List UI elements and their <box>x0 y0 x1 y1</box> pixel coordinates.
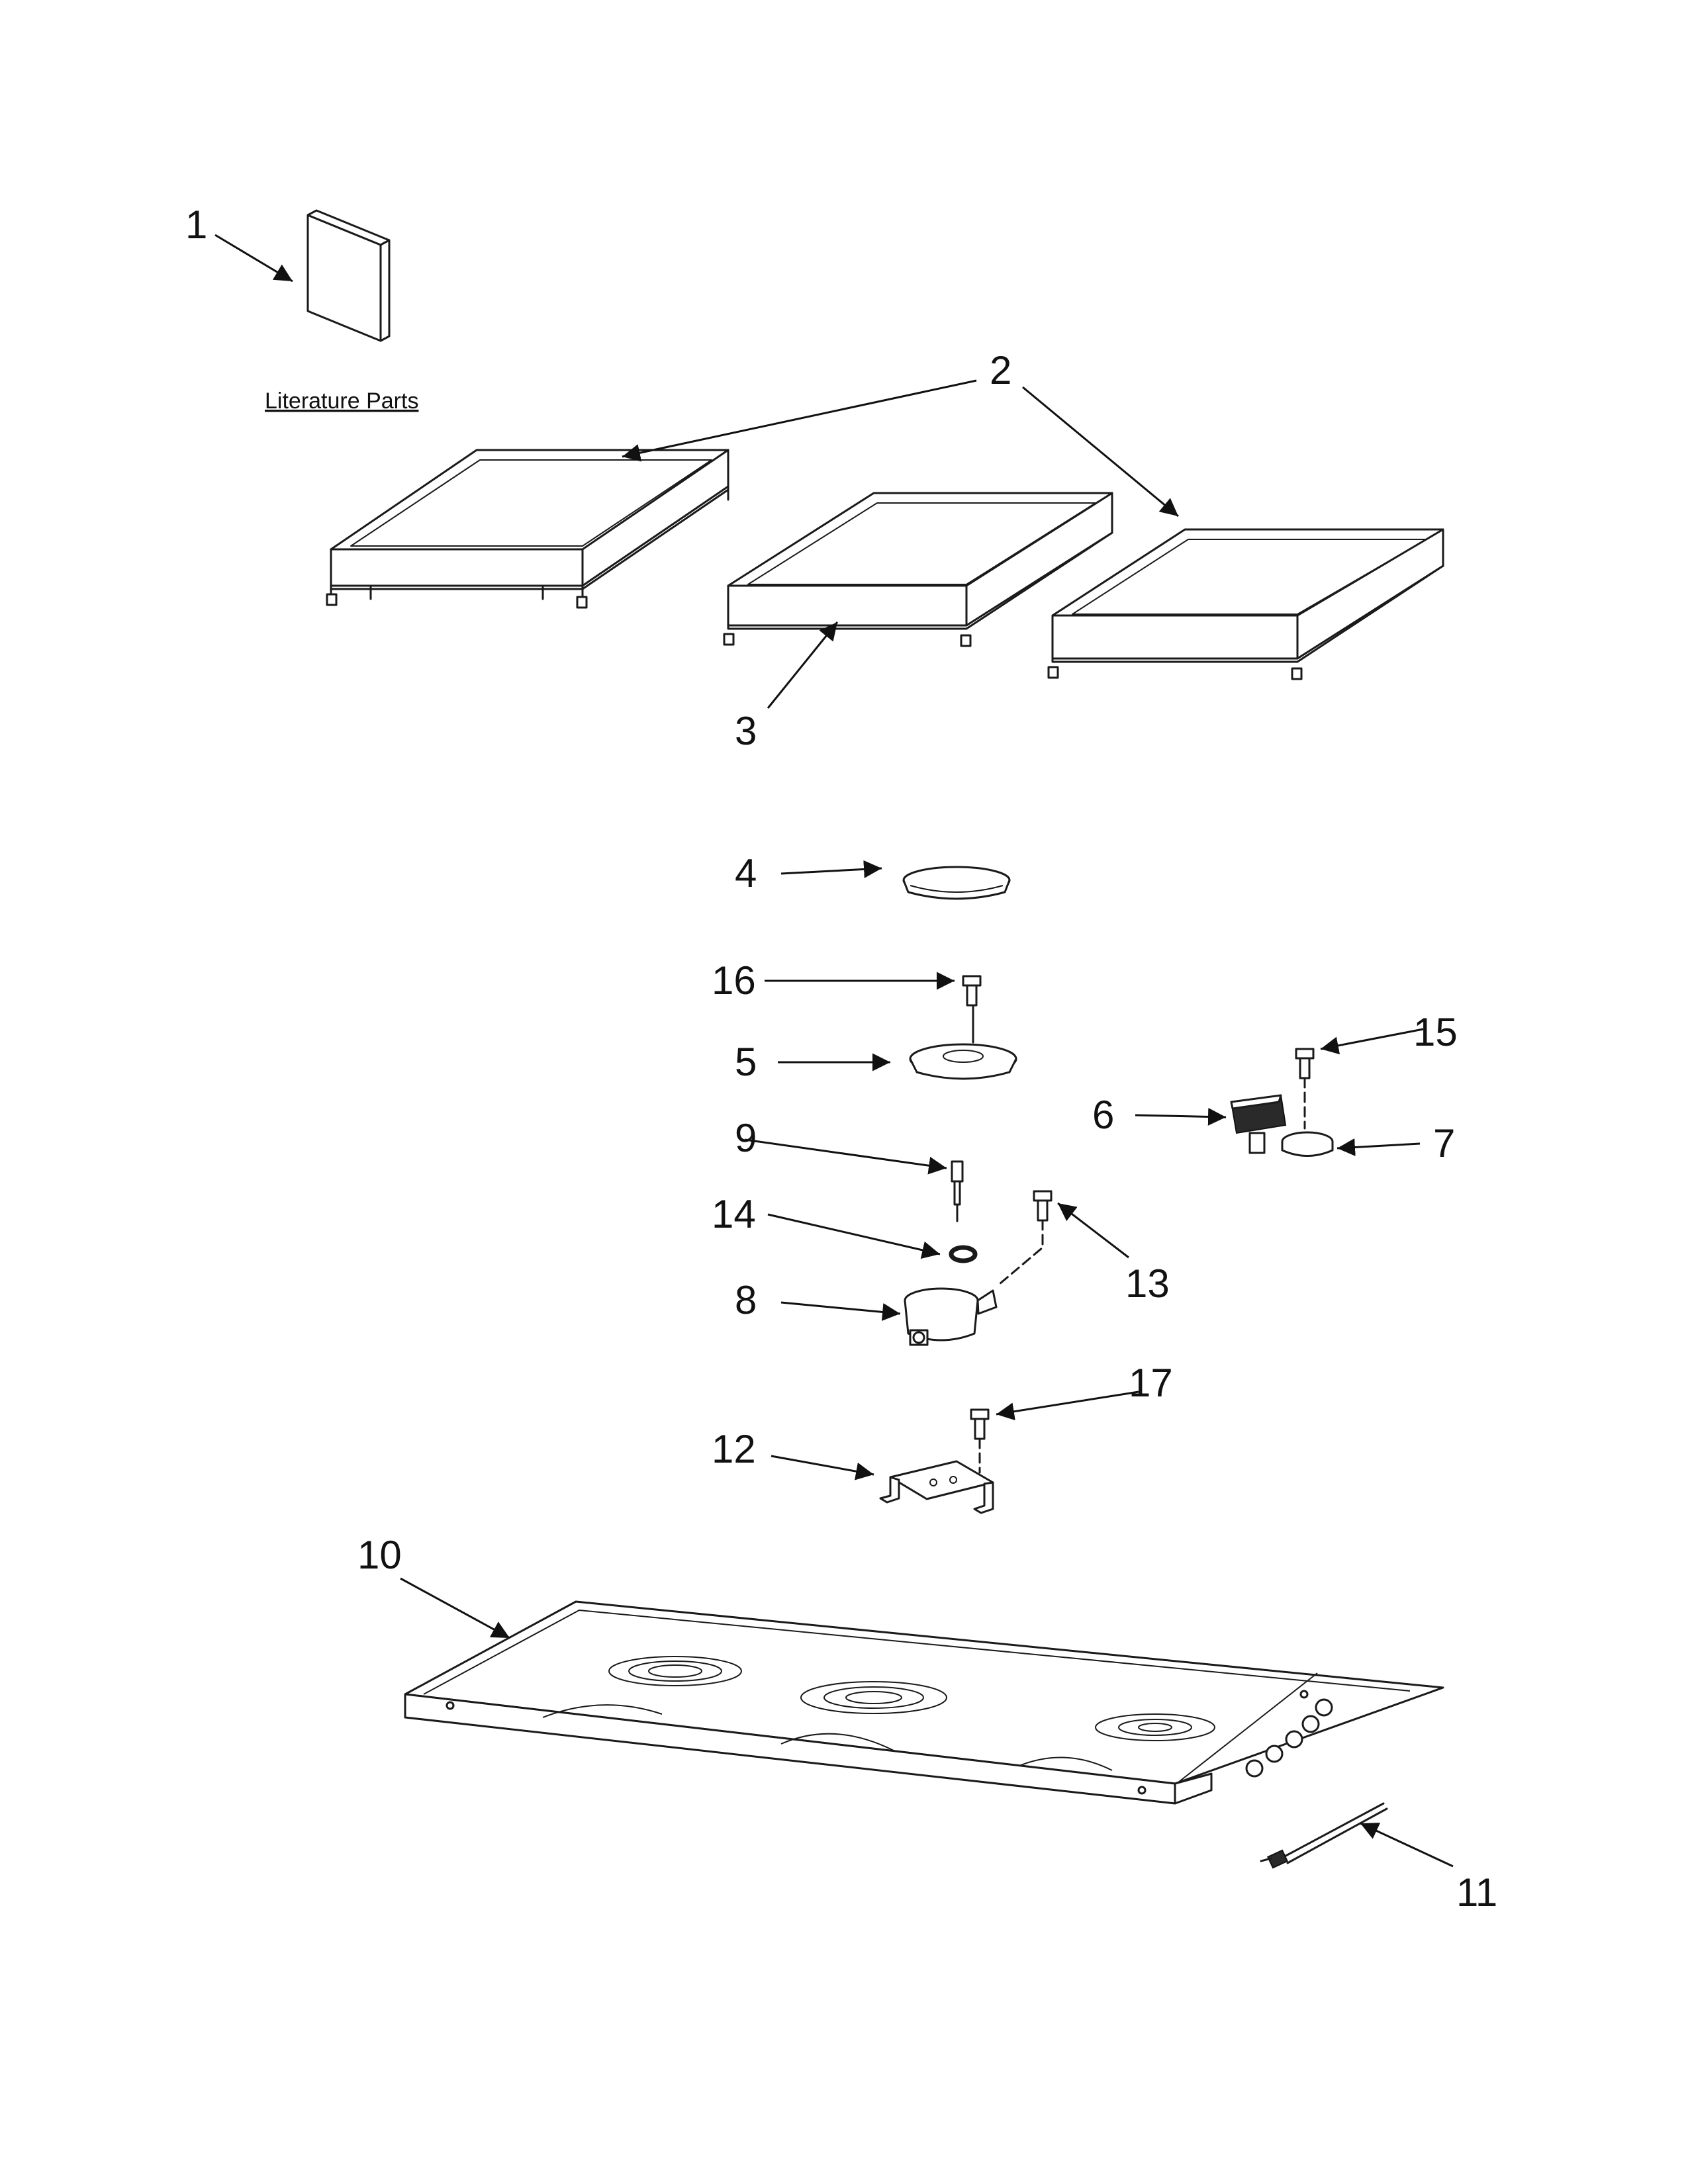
cooktop <box>404 1600 1444 1805</box>
callout-7: 7 <box>1433 1121 1455 1165</box>
callout-3: 3 <box>735 709 757 753</box>
mounting-bracket <box>879 1460 994 1514</box>
callout-8: 8 <box>735 1278 757 1322</box>
grate-center <box>723 492 1113 647</box>
callout-4: 4 <box>735 851 757 895</box>
callout-6: 6 <box>1092 1093 1114 1137</box>
wire-harness <box>1260 1802 1388 1869</box>
screw-17 <box>970 1408 990 1474</box>
burner-cap <box>902 866 1011 900</box>
knob <box>1230 1094 1287 1154</box>
igniter-electrode <box>951 1160 964 1222</box>
leader-arrows <box>214 234 1454 1868</box>
grate-left <box>326 449 729 609</box>
knob-bezel <box>1281 1131 1334 1157</box>
callout-1: 1 <box>185 203 207 247</box>
callout-11: 11 <box>1456 1870 1497 1915</box>
screw-16 <box>962 975 982 1044</box>
literature-booklet: Literature Parts <box>265 209 418 414</box>
screw-13 <box>998 1190 1053 1285</box>
callout-13: 13 <box>1125 1261 1170 1306</box>
callout-10: 10 <box>357 1533 402 1577</box>
callout-9: 9 <box>735 1116 757 1160</box>
callout-5: 5 <box>735 1040 757 1084</box>
grate-right <box>1047 528 1444 680</box>
callout-16: 16 <box>712 958 756 1003</box>
callout-2: 2 <box>990 348 1011 392</box>
burner-base <box>909 1043 1017 1080</box>
callout-17: 17 <box>1129 1361 1173 1405</box>
screw-15 <box>1295 1048 1315 1130</box>
callout-14: 14 <box>712 1192 756 1236</box>
callout-15: 15 <box>1413 1010 1458 1054</box>
callout-12: 12 <box>712 1427 756 1471</box>
o-ring <box>949 1245 978 1263</box>
callout-labels: 1 2 3 4 16 5 15 6 7 9 14 13 8 17 12 10 1… <box>185 203 1497 1915</box>
literature-parts-label: Literature Parts <box>265 388 418 414</box>
burner-housing <box>904 1287 998 1346</box>
